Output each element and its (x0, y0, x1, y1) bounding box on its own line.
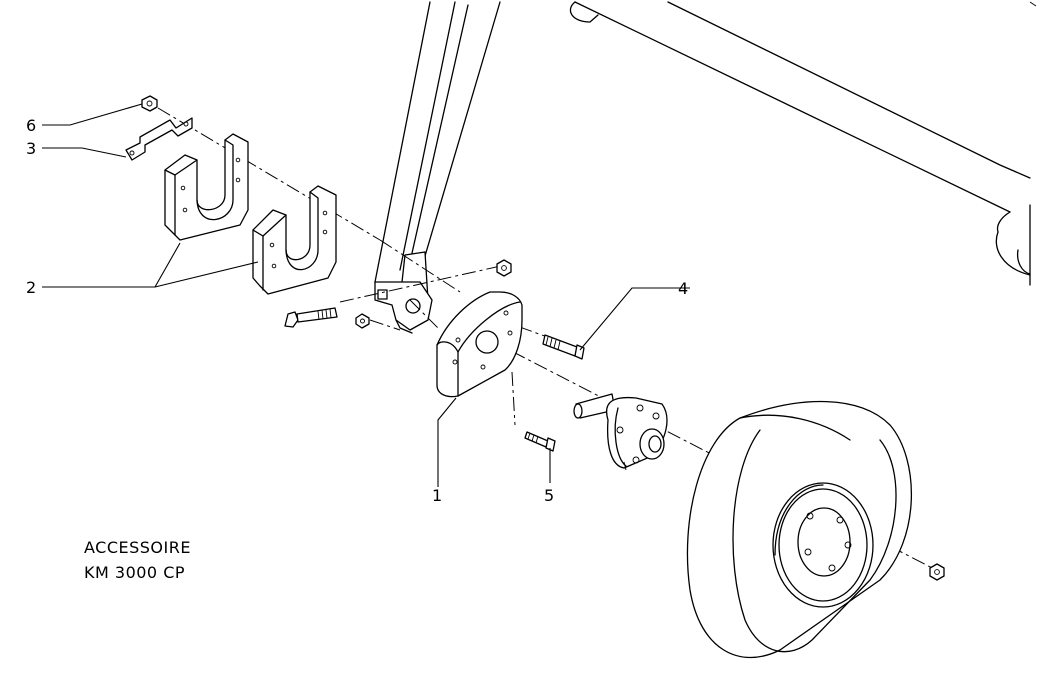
wheel-nut (929, 563, 945, 581)
callout-3: 3 (26, 139, 36, 158)
nut-part-6 (141, 95, 158, 112)
callout-1: 1 (432, 486, 442, 505)
caption-block: ACCESSOIRE KM 3000 CP (84, 538, 191, 582)
callout-2: 2 (26, 278, 36, 297)
callout-4: 4 (678, 279, 688, 298)
caption-line-1: ACCESSOIRE (84, 538, 191, 557)
u-weight-back (164, 133, 249, 241)
long-bolt (284, 307, 338, 328)
frame-tube (569, 1, 1037, 286)
support-arm (374, 1, 501, 334)
bolt-part-5 (524, 431, 556, 452)
bolt-part-4 (542, 334, 585, 360)
wheel-tyre (686, 400, 912, 659)
bracket-part-3 (125, 117, 193, 161)
caption-line-2: KM 3000 CP (84, 563, 185, 582)
callout-5: 5 (544, 486, 554, 505)
disc-weight-part-1 (436, 291, 523, 398)
nut-bracket (355, 313, 370, 329)
u-weight-front (252, 185, 337, 295)
leader-lines (42, 103, 690, 487)
callout-6: 6 (26, 116, 36, 135)
wheel-hub (573, 393, 668, 471)
callout-numbers: 6 3 2 4 1 5 (26, 116, 688, 505)
nut-top (496, 259, 512, 277)
